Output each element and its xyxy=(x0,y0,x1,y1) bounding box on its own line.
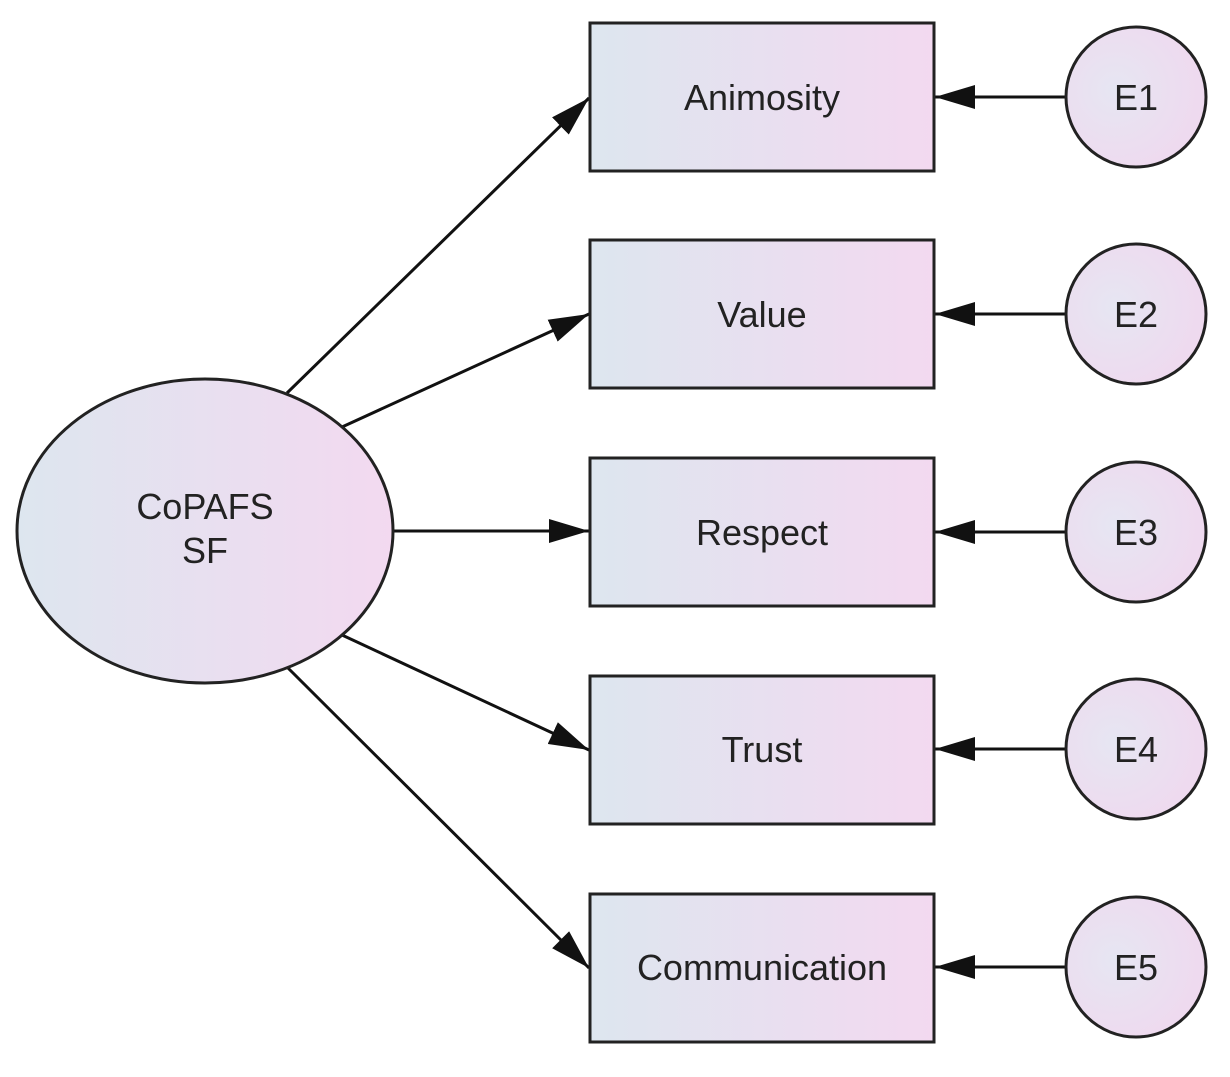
error-e5: E5 xyxy=(1064,895,1208,1039)
error-label: E4 xyxy=(1114,729,1158,770)
latent-label-line2: SF xyxy=(182,530,228,571)
error-e3: E3 xyxy=(1064,460,1208,604)
indicator-label: Value xyxy=(717,294,806,335)
loading-arrows xyxy=(285,96,591,970)
indicator-box xyxy=(588,238,936,390)
loading-arrow-trust xyxy=(341,633,590,752)
indicator-respect: Respect xyxy=(588,456,936,608)
error-circle xyxy=(1064,242,1208,386)
loading-arrow-value xyxy=(341,312,590,429)
error-label: E2 xyxy=(1114,294,1158,335)
indicator-box xyxy=(588,674,936,826)
indicator-label: Communication xyxy=(637,947,887,988)
latent-variable: CoPAFS SF xyxy=(15,377,395,685)
error-label: E3 xyxy=(1114,512,1158,553)
indicator-label: Respect xyxy=(696,512,828,553)
indicator-label: Trust xyxy=(722,729,803,770)
error-e4: E4 xyxy=(1064,677,1208,821)
indicator-box xyxy=(588,21,936,173)
indicator-box xyxy=(588,456,936,608)
error-label: E1 xyxy=(1114,77,1158,118)
indicator-label: Animosity xyxy=(684,77,840,118)
indicator-communication: Communication xyxy=(588,892,936,1044)
loading-arrow-communication xyxy=(285,665,591,970)
error-circle xyxy=(1064,895,1208,1039)
loading-arrow-animosity xyxy=(285,96,591,395)
error-label: E5 xyxy=(1114,947,1158,988)
error-e2: E2 xyxy=(1064,242,1208,386)
indicator-value: Value xyxy=(588,238,936,390)
error-circle xyxy=(1064,460,1208,604)
latent-label-line1: CoPAFS xyxy=(136,486,273,527)
error-circle xyxy=(1064,25,1208,169)
indicator-trust: Trust xyxy=(588,674,936,826)
error-circle xyxy=(1064,677,1208,821)
indicator-animosity: Animosity xyxy=(588,21,936,173)
indicator-box xyxy=(588,892,936,1044)
error-arrows xyxy=(935,85,1065,979)
latent-ellipse xyxy=(15,377,395,685)
error-e1: E1 xyxy=(1064,25,1208,169)
